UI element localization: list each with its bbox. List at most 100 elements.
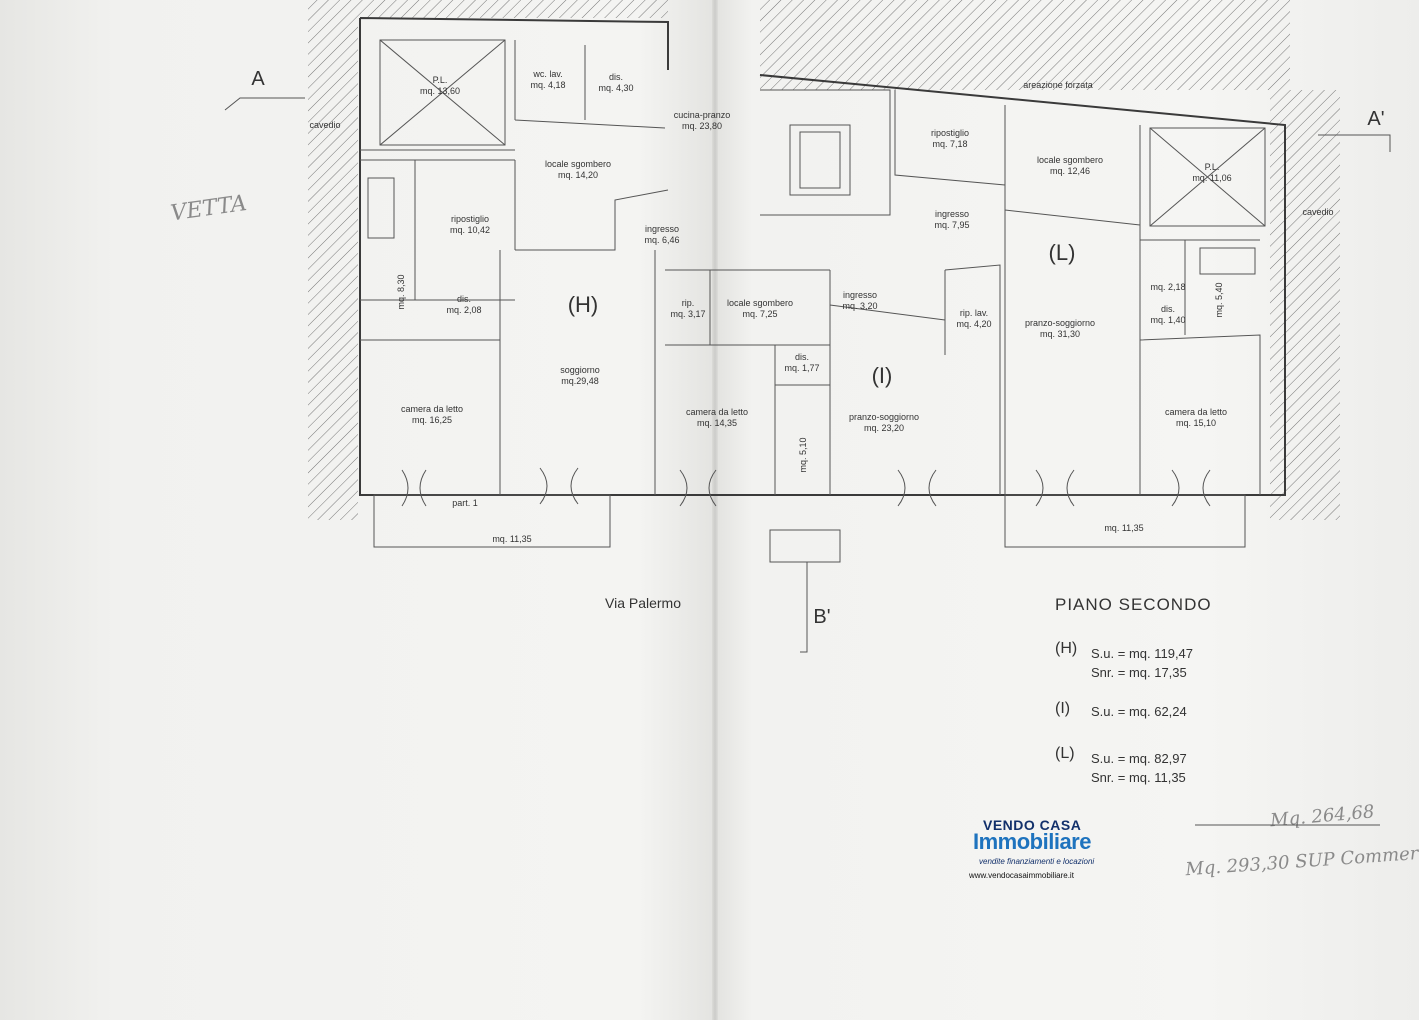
unit-line: S.u. = mq. 119,47 [1091, 646, 1194, 661]
unit-id: (L) [1055, 745, 1075, 762]
room-label-line: part. 1 [452, 498, 478, 508]
room-label-riplav-i: rip. lav.mq. 4,20 [956, 308, 991, 329]
section-mark-a-prime: A' [1367, 108, 1384, 130]
unit-mark-i: (I) [872, 363, 893, 388]
l-interior [894, 90, 1261, 495]
room-label-balcony-h: mq. 11,35 [492, 534, 531, 544]
pl-right-box [1149, 127, 1266, 227]
room-label-pl-right: P.L.mq. 11,06 [1192, 162, 1231, 183]
room-label-line: wc. lav. [532, 69, 562, 79]
room-label-line: mq. 12,46 [1050, 166, 1090, 176]
room-label-line: locale sgombero [1037, 155, 1103, 165]
hatched-wall-top-left [358, 0, 668, 18]
room-label-line: mq. 31,30 [1040, 329, 1080, 339]
i-interior [665, 89, 1001, 495]
room-label-line: mq. 2,18 [1150, 282, 1185, 292]
room-label-line: pranzo-soggiorno [1025, 318, 1095, 328]
room-label-line: camera da letto [1165, 407, 1227, 417]
room-label-line: P.L. [433, 75, 448, 85]
room-label-line: cavedio [1302, 207, 1333, 217]
room-label-dis-h: dis.mq. 2,08 [446, 294, 481, 315]
room-label-line: cucina-pranzo [674, 110, 731, 120]
room-label-line: pranzo-soggiorno [849, 412, 919, 422]
room-label-line: mq. 4,30 [598, 83, 633, 93]
room-label-line: ingresso [843, 290, 877, 300]
room-label-line: mq. 23,20 [864, 423, 904, 433]
room-label-wc-lav: wc. lav.mq. 4,18 [530, 69, 565, 90]
room-label-part: part. 1 [452, 498, 478, 508]
room-label-line: mq. 7,95 [934, 220, 969, 230]
room-label-cavedio-left: cavedio [309, 120, 340, 130]
unit-summary-h: (H) S.u. = mq. 119,47 Snr. = mq. 17,35 [1055, 640, 1193, 680]
section-line-b-prime [800, 562, 808, 653]
unit-line: Snr. = mq. 11,35 [1091, 770, 1186, 785]
room-label-dis-l: dis.mq. 1,40 [1150, 304, 1185, 325]
room-label-line: camera da letto [401, 404, 463, 414]
lift-shaft [789, 124, 851, 196]
room-label-line: ingresso [935, 209, 969, 219]
unit-mark-h: (H) [568, 292, 599, 317]
room-label-dis-top: dis.mq. 4,30 [598, 72, 633, 93]
hatched-wall-right [1270, 90, 1340, 520]
room-label-line: locale sgombero [545, 159, 611, 169]
section-line-a-prime [1318, 134, 1391, 152]
room-label-bath-h: mq. 8,30 [396, 274, 406, 309]
room-label-line: dis. [1161, 304, 1175, 314]
room-label-line: mq. 6,46 [644, 235, 679, 245]
room-label-line: cavedio [309, 120, 340, 130]
room-label-line: locale sgombero [727, 298, 793, 308]
room-label-line: dis. [795, 352, 809, 362]
room-label-pl-left: P.L.mq. 13,60 [420, 75, 460, 96]
room-label-line: rip. [682, 298, 695, 308]
floor-title: PIANO SECONDO [1055, 595, 1212, 614]
balcony-h [373, 494, 611, 548]
section-mark-a: A [251, 68, 265, 90]
room-label-rip-i: rip.mq. 3,17 [670, 298, 705, 319]
room-label-line: areazione forzata [1023, 80, 1093, 90]
h-interior [360, 40, 669, 495]
room-label-line: mq. 11,35 [492, 534, 531, 544]
room-label-line: mq. 8,30 [396, 274, 406, 309]
room-label-line: mq. 1,77 [784, 363, 819, 373]
room-label-line: camera da letto [686, 407, 748, 417]
room-label-line: dis. [457, 294, 471, 304]
room-label-line: mq. 15,10 [1176, 418, 1216, 428]
unit-line: Snr. = mq. 17,35 [1091, 665, 1187, 680]
bathtub-h [367, 177, 395, 239]
unit-id: (H) [1055, 640, 1078, 657]
room-label-line: mq. 13,60 [420, 86, 460, 96]
unit-summary-i: (I) S.u. = mq. 62,24 [1055, 700, 1187, 719]
room-label-line: mq. 16,25 [412, 415, 452, 425]
room-label-line: mq. 5,40 [1214, 282, 1224, 317]
street-name: Via Palermo [605, 595, 681, 611]
outer-wall-right [759, 74, 1286, 496]
room-label-line: mq. 1,40 [1150, 315, 1185, 325]
unit-mark-l: (L) [1049, 240, 1076, 265]
unit-line: S.u. = mq. 82,97 [1091, 751, 1187, 766]
room-label-line: mq. 3,20 [842, 301, 877, 311]
room-label-balcony-l: mq. 11,35 [1104, 523, 1143, 533]
room-label-line: mq. 23,80 [682, 121, 722, 131]
paper-fold [712, 0, 718, 1020]
hatched-wall-top-right [760, 0, 1290, 90]
room-label-line: mq. 14,35 [697, 418, 737, 428]
room-label-dis-i: dis.mq. 1,77 [784, 352, 819, 373]
room-label-bath-i: mq. 5,10 [798, 437, 808, 472]
handwriting-right-2: Mq. 293,30 SUP Commerc. [1184, 842, 1419, 880]
entrance-steps [769, 529, 841, 563]
unit-line: S.u. = mq. 62,24 [1091, 704, 1187, 719]
room-label-line: mq. 2,08 [446, 305, 481, 315]
